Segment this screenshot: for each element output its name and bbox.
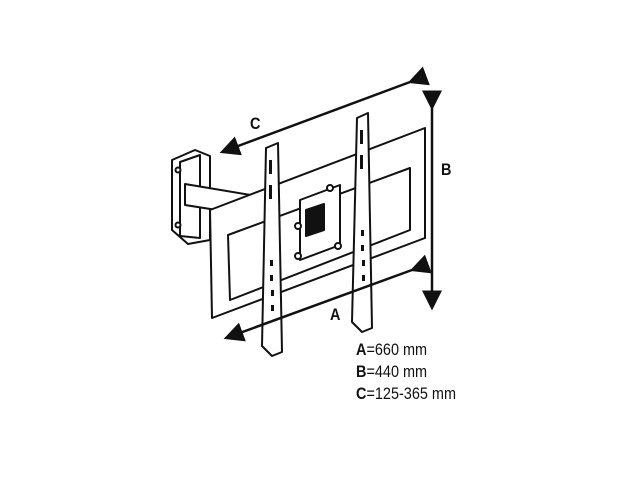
dimension-c-arrow — [219, 66, 430, 156]
dimension-a-label: A — [330, 305, 341, 324]
spec-c: C=125-365 mm — [356, 384, 457, 403]
right-vertical-rail — [351, 112, 373, 333]
dimension-b-label: B — [441, 160, 452, 179]
spec-b: B=440 mm — [356, 362, 428, 381]
dimension-a-arrow — [223, 254, 432, 342]
spec-a: A=660 mm — [356, 340, 428, 359]
dimension-c-label: C — [250, 114, 261, 133]
mount-frame — [209, 127, 426, 319]
